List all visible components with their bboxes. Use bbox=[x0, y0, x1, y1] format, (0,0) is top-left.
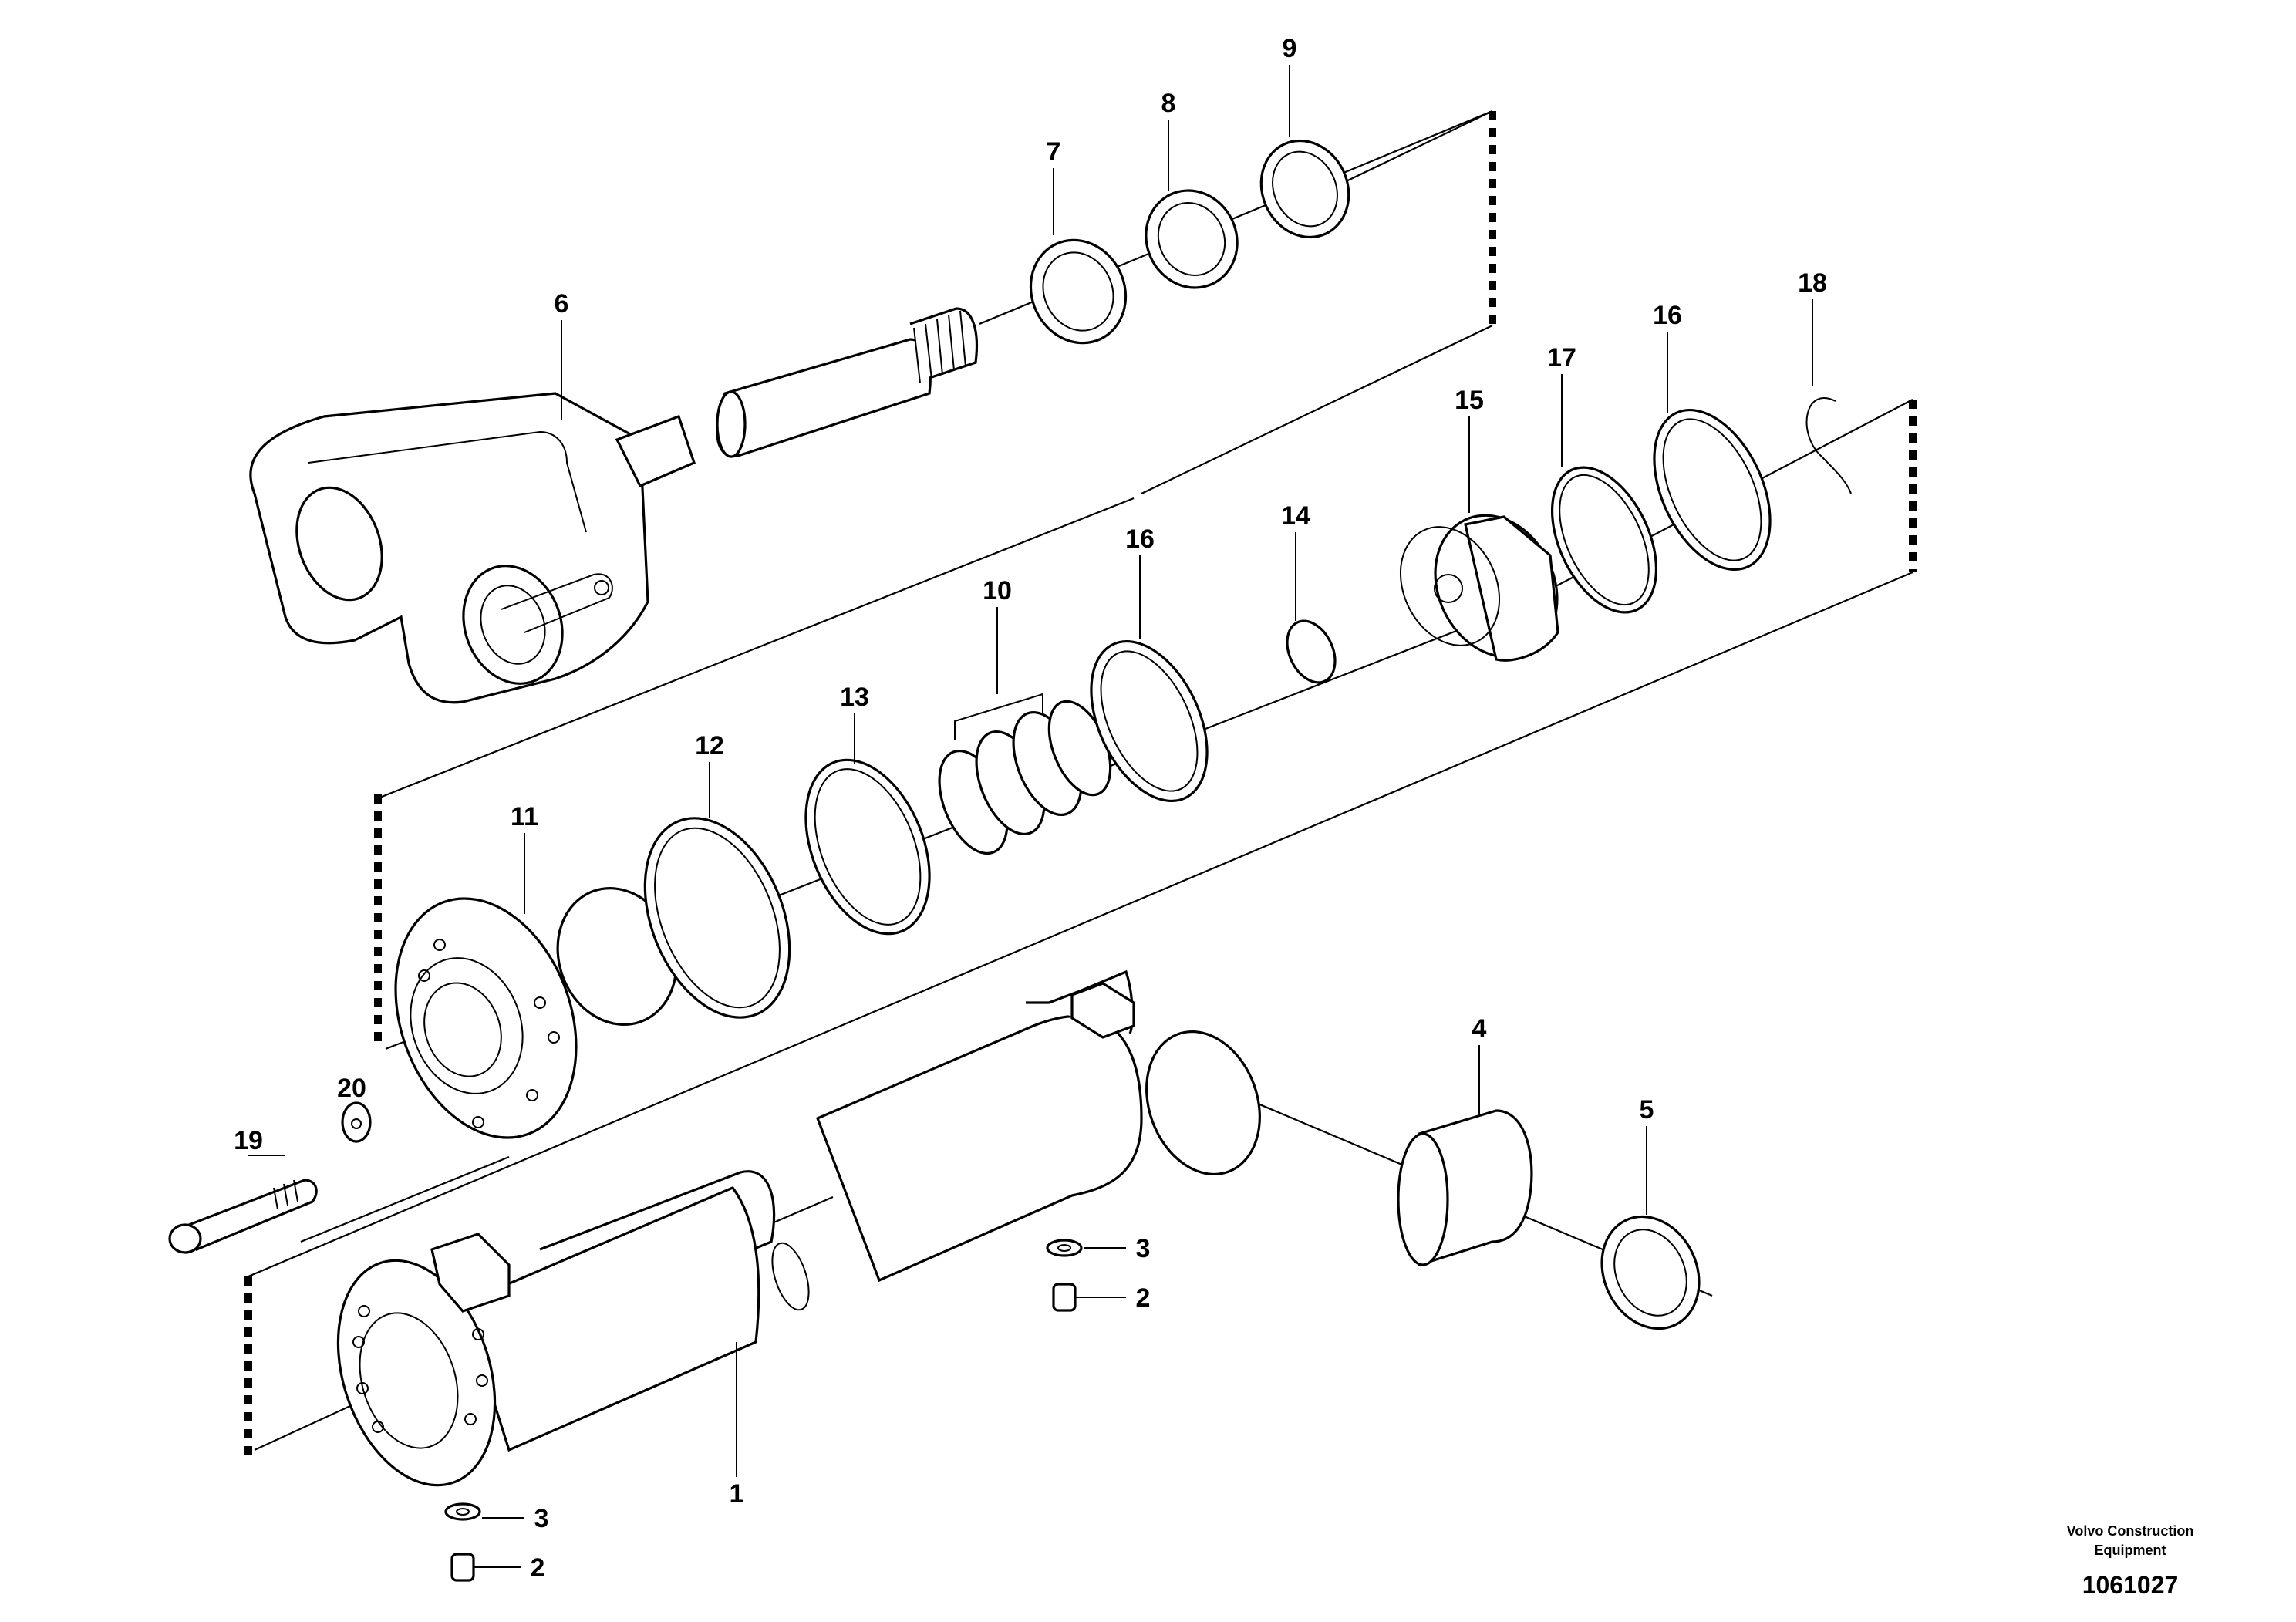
cylinder-head bbox=[394, 887, 678, 1139]
callout-20: 20 bbox=[337, 1074, 366, 1103]
seal-kit bbox=[938, 693, 1112, 855]
callout-1: 1 bbox=[730, 1479, 744, 1509]
callout-9: 9 bbox=[1283, 34, 1297, 63]
brand-line-2: Equipment bbox=[2095, 1543, 2166, 1558]
callout-3-upper: 3 bbox=[1136, 1234, 1151, 1263]
brand-block: Volvo Construction Equipment 1061027 bbox=[2067, 1523, 2194, 1599]
bolt-and-washer bbox=[168, 1101, 372, 1254]
callout-11: 11 bbox=[511, 802, 538, 831]
callout-16-left: 16 bbox=[1125, 524, 1155, 554]
callout-4: 4 bbox=[1472, 1014, 1487, 1044]
callout-8: 8 bbox=[1161, 89, 1176, 118]
piston-rod-clevis bbox=[249, 307, 979, 704]
callout-18: 18 bbox=[1798, 268, 1827, 298]
callout-6: 6 bbox=[555, 289, 569, 319]
callout-17: 17 bbox=[1547, 343, 1576, 373]
callout-10: 10 bbox=[983, 576, 1012, 605]
callout-3-lower: 3 bbox=[534, 1504, 549, 1533]
rod-seal-rings bbox=[1029, 139, 1350, 345]
callout-15: 15 bbox=[1455, 386, 1484, 415]
callout-16-right: 16 bbox=[1653, 301, 1682, 330]
brand-line-1: Volvo Construction bbox=[2067, 1523, 2194, 1539]
callout-2-lower: 2 bbox=[531, 1553, 545, 1583]
callout-2-upper: 2 bbox=[1136, 1283, 1151, 1313]
callout-19: 19 bbox=[234, 1126, 263, 1155]
bushing-and-seal bbox=[1397, 1109, 1701, 1330]
o-rings-12-13 bbox=[643, 758, 931, 1019]
plugs-and-washers bbox=[444, 1239, 1083, 1582]
callout-14: 14 bbox=[1281, 501, 1310, 531]
callout-7: 7 bbox=[1047, 137, 1061, 167]
cylinder-tube bbox=[336, 969, 1261, 1487]
section-boundaries bbox=[244, 111, 1917, 1462]
callout-5: 5 bbox=[1640, 1095, 1654, 1125]
piston-group bbox=[1090, 397, 1852, 803]
callout-labels: 1 2 2 3 3 4 5 6 7 8 9 10 11 12 13 14 15 … bbox=[234, 34, 1827, 1583]
document-number: 1061027 bbox=[2082, 1571, 2179, 1599]
callout-13: 13 bbox=[840, 683, 869, 712]
callout-12: 12 bbox=[695, 731, 724, 760]
leader-lines bbox=[248, 65, 1813, 1568]
